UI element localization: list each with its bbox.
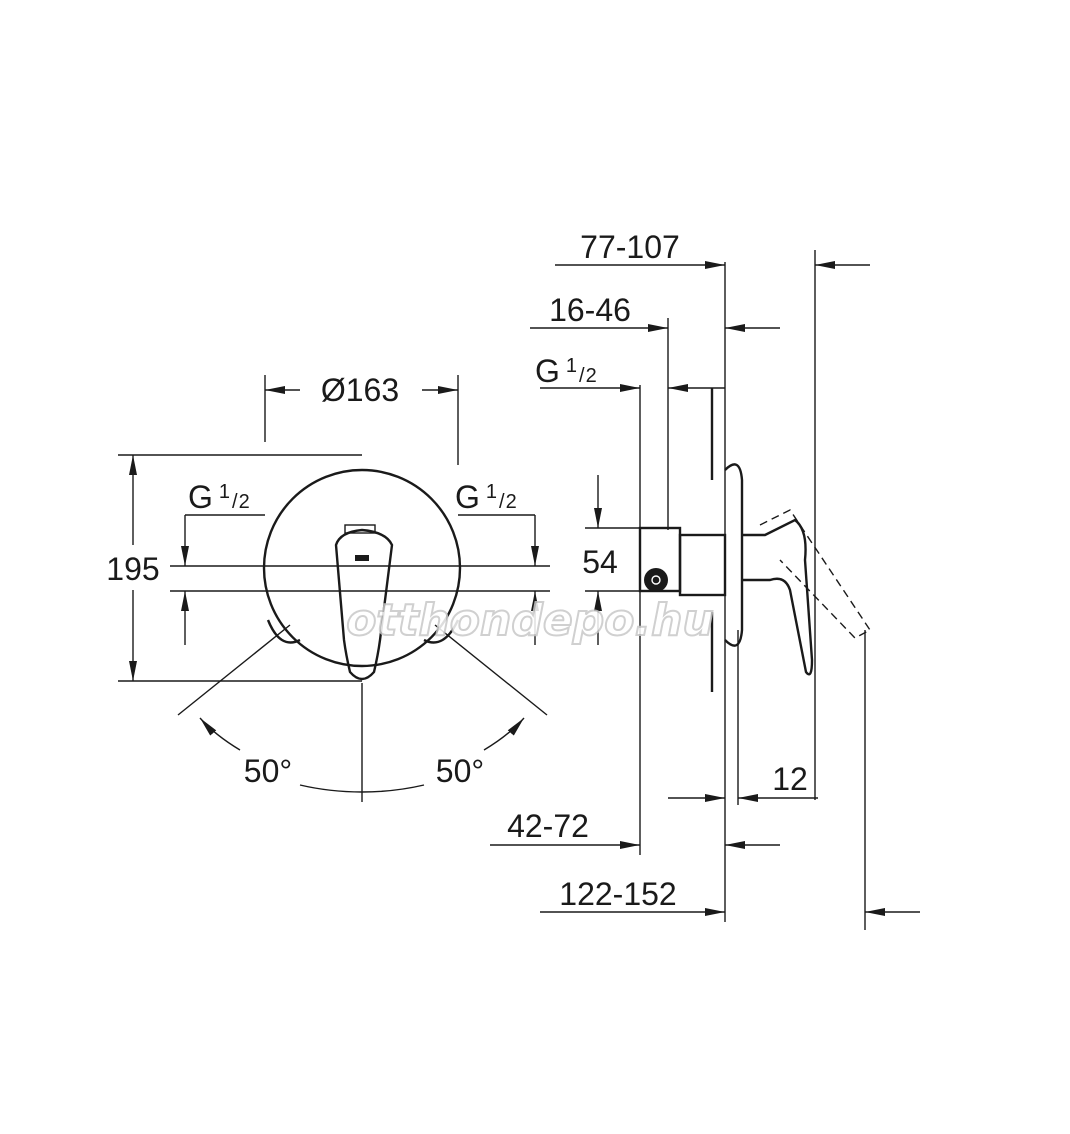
dim-16-46: 16-46 bbox=[549, 292, 631, 328]
wall-top-hatch bbox=[690, 390, 712, 478]
dim-54: 54 bbox=[582, 544, 618, 580]
angle-left-label: 50° bbox=[244, 753, 292, 789]
valve-lugs bbox=[266, 619, 460, 644]
height-label: 195 bbox=[106, 551, 159, 587]
lever-profile bbox=[742, 518, 814, 676]
dim-12: 12 bbox=[772, 761, 808, 797]
dim-77-107: 77-107 bbox=[580, 229, 680, 265]
lever-handle bbox=[334, 528, 394, 681]
inlet-connector bbox=[644, 568, 668, 592]
indicator bbox=[355, 555, 369, 561]
angle-right-label: 50° bbox=[436, 753, 484, 789]
diameter-label: Ø163 bbox=[321, 372, 399, 408]
cover-profile bbox=[724, 463, 744, 647]
cover-plate bbox=[262, 468, 462, 668]
dim-122-152: 122-152 bbox=[559, 876, 676, 912]
dim-42-72: 42-72 bbox=[507, 808, 589, 844]
handle-top bbox=[344, 524, 376, 534]
watermark: otthondepo.hu bbox=[346, 595, 714, 646]
